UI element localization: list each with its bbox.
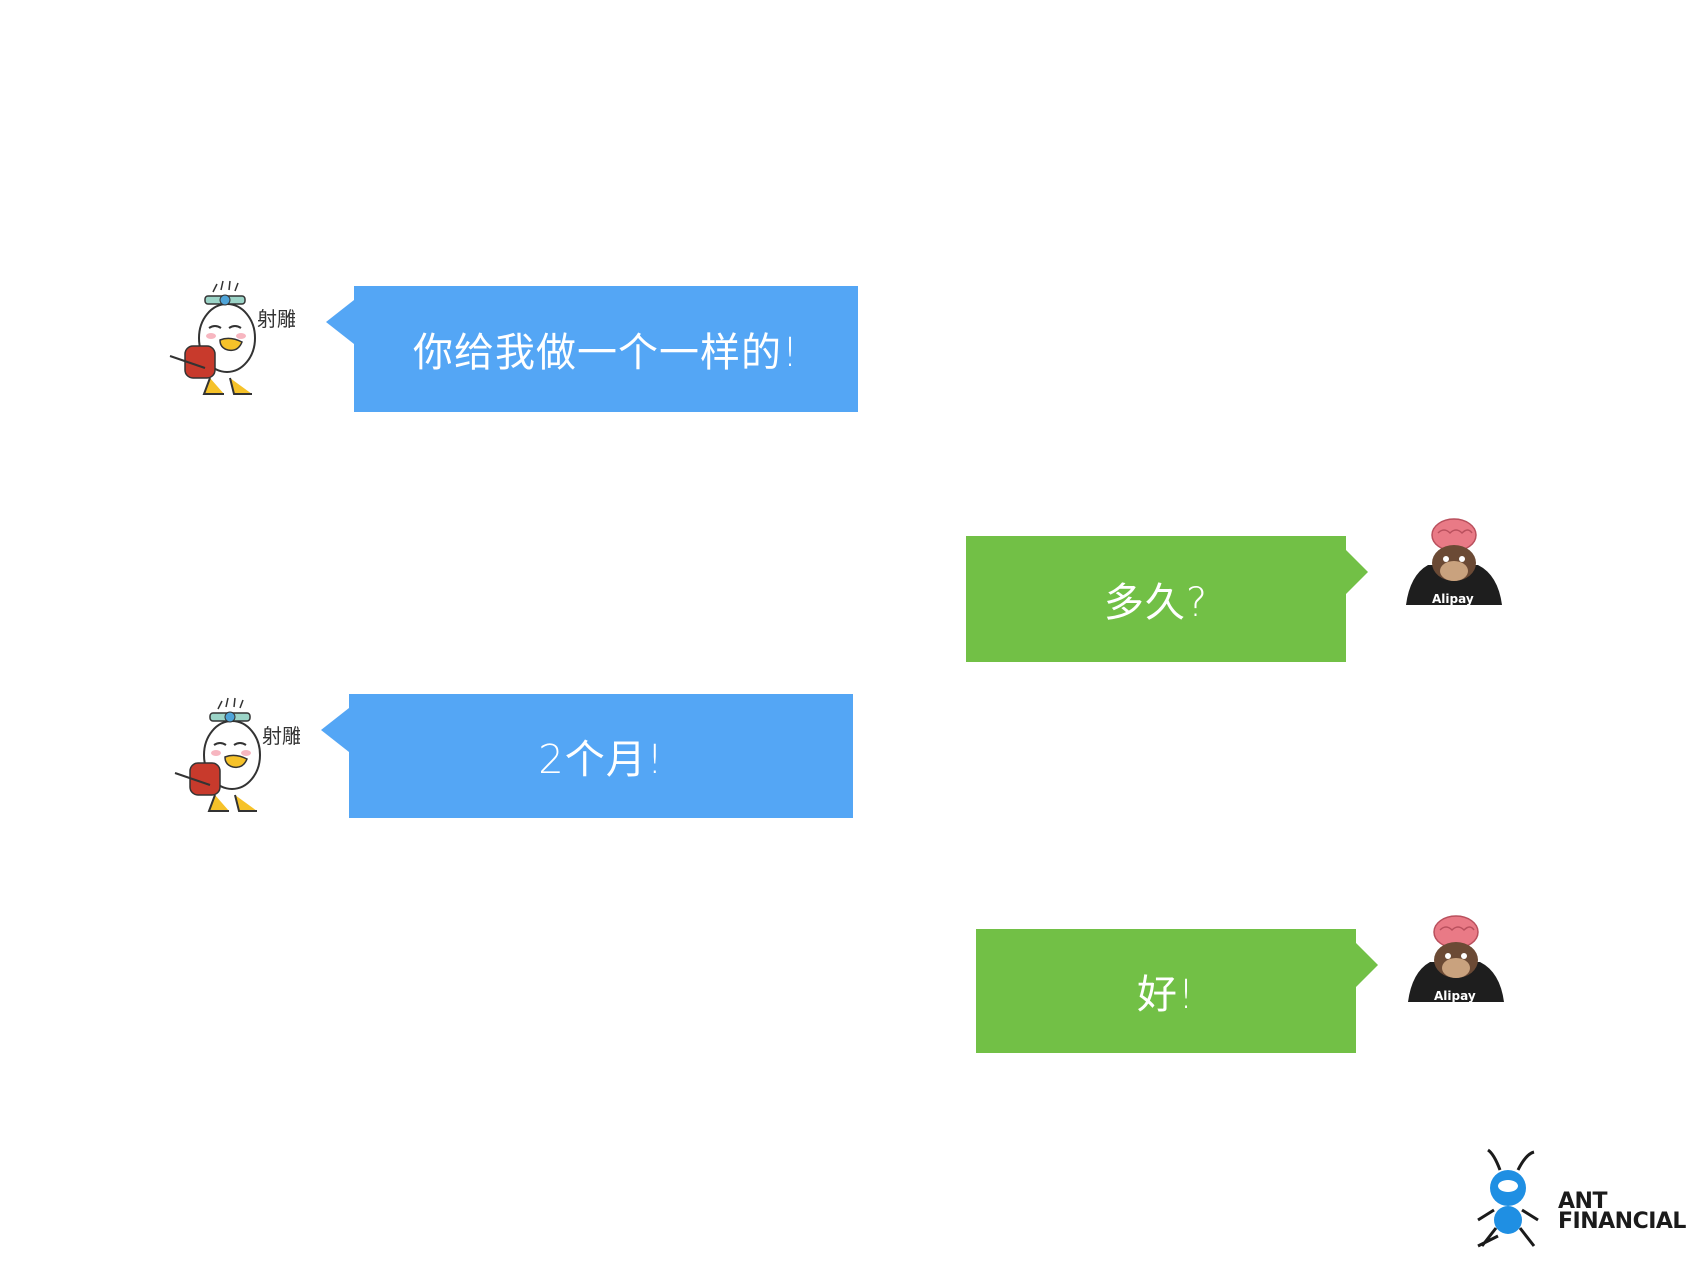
avatar-badge: Alipay — [1434, 989, 1476, 1003]
duck-avatar-icon: 射雕 — [170, 695, 300, 820]
logo-text: ANT FINANCIAL — [1558, 1192, 1686, 1232]
monkey-avatar-icon: Alipay — [1398, 515, 1510, 615]
message-bubble[interactable]: 好! — [976, 929, 1356, 1053]
avatar-left-2: 射雕 — [170, 695, 300, 820]
ant-financial-logo: ANT FINANCIAL — [1468, 1140, 1558, 1264]
bubble-tail — [321, 708, 349, 752]
ant-mascot-icon — [1468, 1140, 1558, 1260]
bubble-tail — [1346, 550, 1368, 594]
avatar-right-1: Alipay — [1398, 515, 1510, 615]
duck-avatar-icon: 射雕 — [165, 278, 295, 403]
monkey-avatar-icon: Alipay — [1400, 912, 1512, 1012]
message-bubble[interactable]: 多久? — [966, 536, 1346, 662]
bubble-tail — [326, 300, 354, 344]
bubble-tail — [1356, 943, 1378, 987]
message-text: 好! — [1137, 962, 1195, 1020]
message-bubble[interactable]: 你给我做一个一样的! — [354, 286, 858, 412]
avatar-left-1: 射雕 — [165, 278, 295, 403]
message-text: 多久? — [1104, 570, 1208, 628]
avatar-badge: Alipay — [1432, 592, 1474, 606]
message-text: 你给我做一个一样的! — [413, 320, 799, 378]
avatar-badge: 射雕 — [262, 724, 300, 748]
avatar-badge: 射雕 — [257, 307, 295, 331]
message-bubble[interactable]: 2个月! — [349, 694, 853, 818]
avatar-right-2: Alipay — [1400, 912, 1512, 1012]
message-text: 2个月! — [538, 727, 663, 785]
logo-line2: FINANCIAL — [1558, 1212, 1686, 1232]
